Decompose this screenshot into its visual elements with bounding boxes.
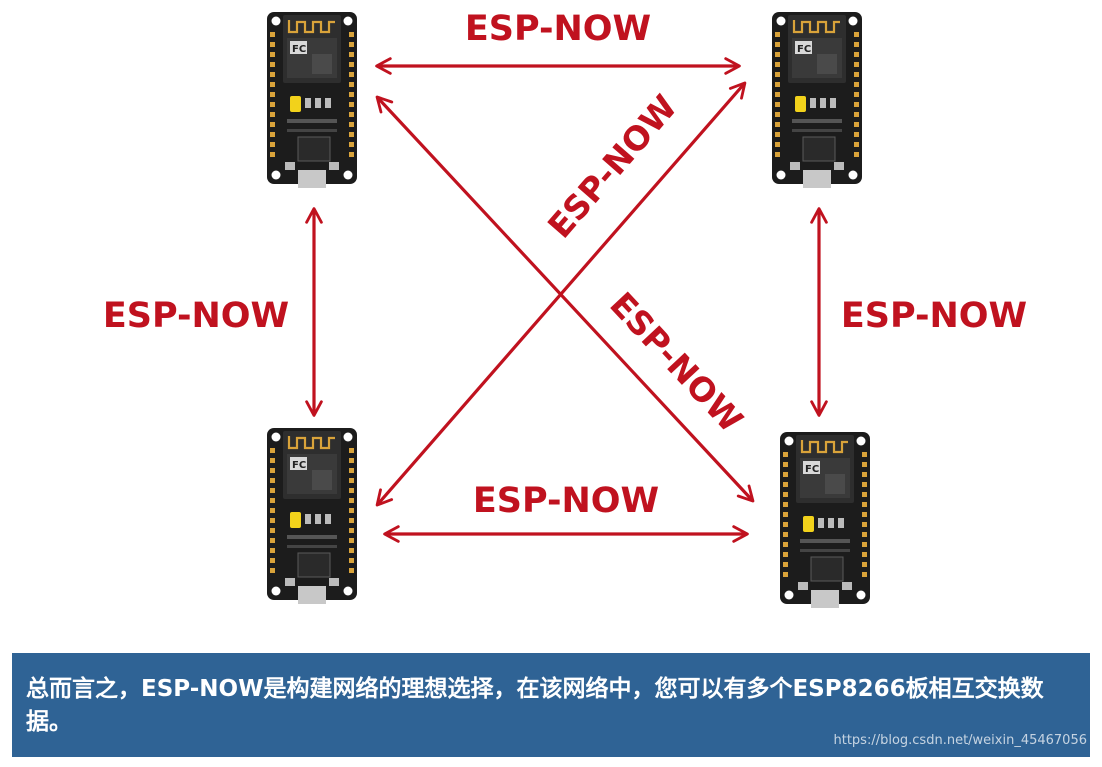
- link-label-left: ESP-NOW: [103, 296, 289, 336]
- arrow-diagonal-down: [375, 95, 755, 503]
- esp8266-board-top-left: [265, 10, 359, 190]
- caption-banner: 总而言之，ESP-NOW是构建网络的理想选择，在该网络中，您可以有多个ESP82…: [12, 653, 1090, 757]
- link-label-right: ESP-NOW: [841, 296, 1027, 336]
- esp8266-board-top-right: [770, 10, 864, 190]
- watermark-url: https://blog.csdn.net/weixin_45467056: [833, 733, 1087, 748]
- caption-text: 总而言之，ESP-NOW是构建网络的理想选择，在该网络中，您可以有多个ESP82…: [26, 676, 1044, 735]
- link-label-diagonal-up: ESP-NOW: [540, 87, 685, 245]
- link-label-top: ESP-NOW: [465, 9, 651, 49]
- esp8266-board-bottom-right: [778, 430, 872, 610]
- esp8266-board-bottom-left: [265, 426, 359, 606]
- link-label-bottom: ESP-NOW: [473, 481, 659, 521]
- esp-now-network-diagram: FC ESP-NOW ESP-NOW: [103, 9, 1027, 610]
